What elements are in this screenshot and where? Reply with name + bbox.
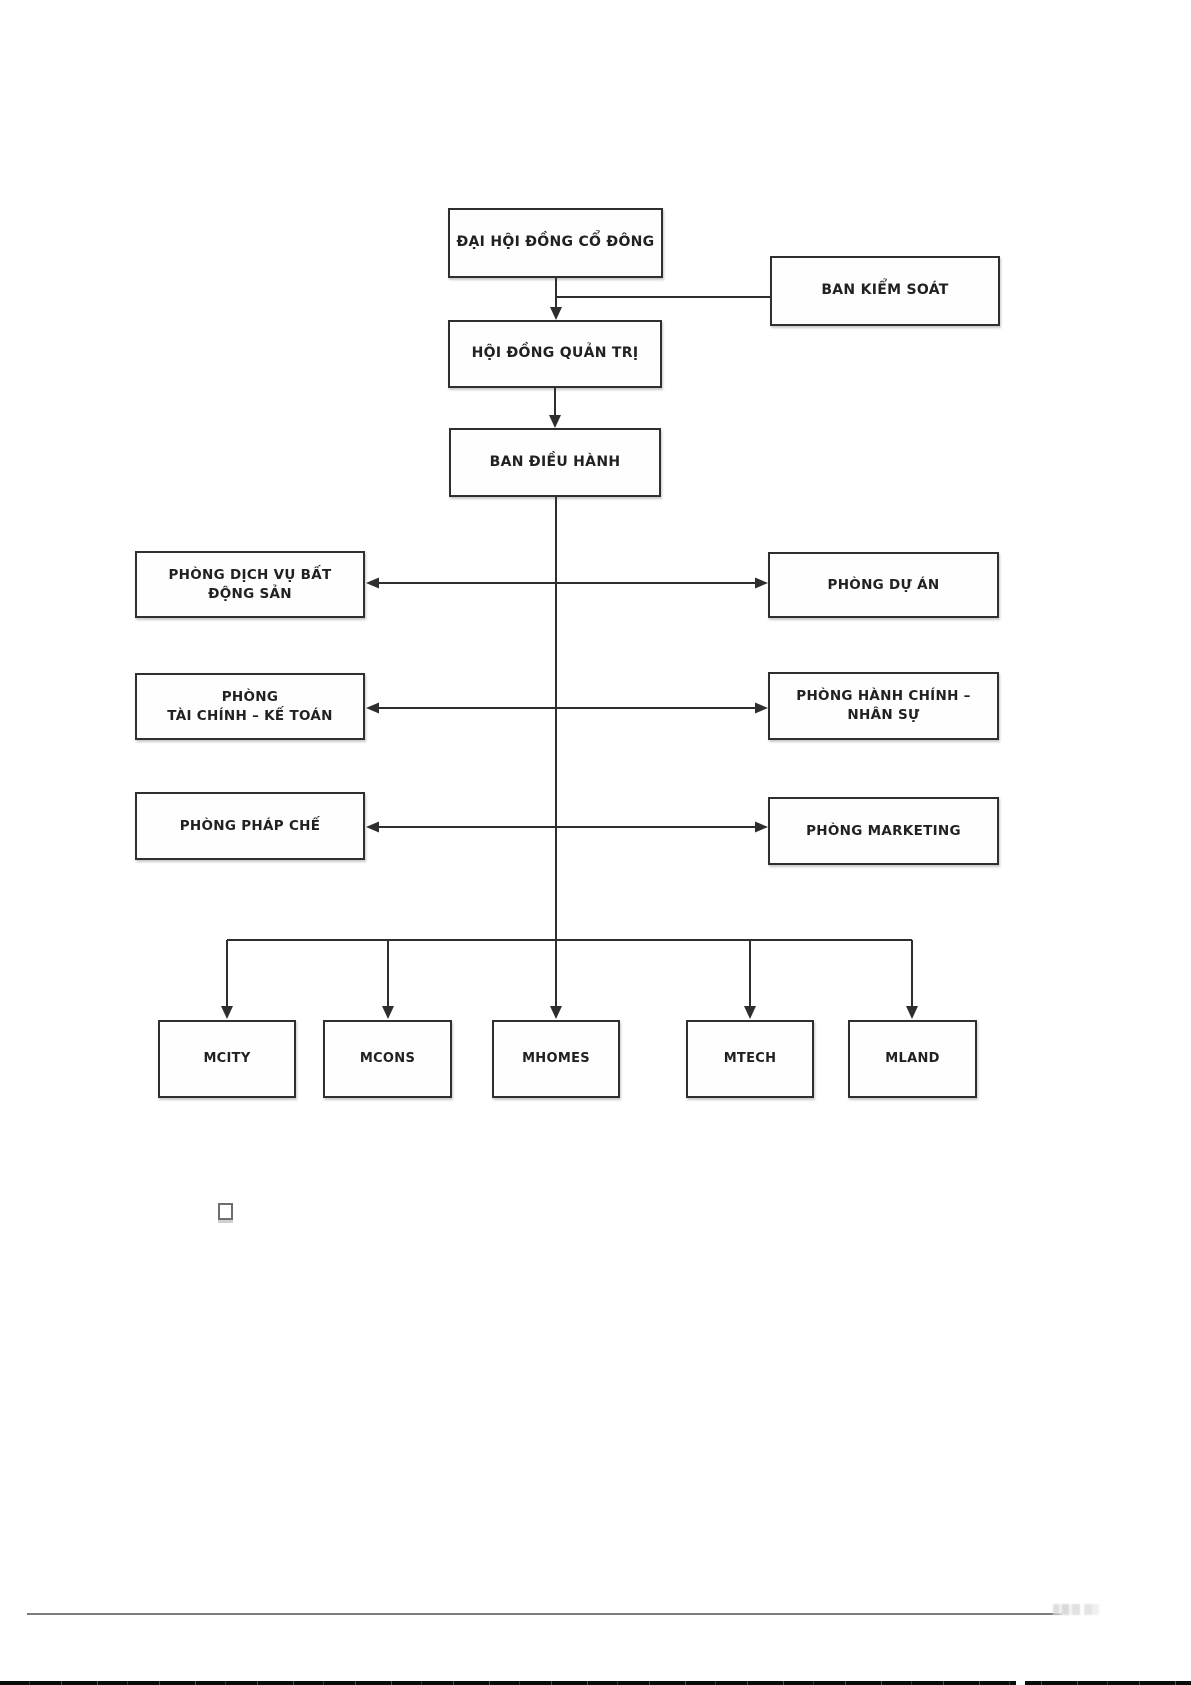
node-label: ĐẠI HỘI ĐỒNG CỔ ĐÔNG	[456, 234, 655, 251]
node-label-line: PHÒNG	[221, 688, 279, 705]
node-label-line: PHÒNG MARKETING	[806, 822, 961, 839]
node-dept-legal: PHÒNG PHÁP CHẾ	[135, 792, 365, 860]
node-general-shareholders-meeting: ĐẠI HỘI ĐỒNG CỔ ĐÔNG	[448, 208, 663, 278]
node-dept-real-estate-services: PHÒNG DỊCH VỤ BẤT ĐỘNG SẢN	[135, 551, 365, 618]
node-dept-admin-hr: PHÒNG HÀNH CHÍNH – NHÂN SỰ	[768, 672, 999, 740]
scan-noise	[0, 1681, 1191, 1685]
node-subsidiary-mhomes: MHOMES	[492, 1020, 620, 1098]
node-dept-finance-accounting: PHÒNG TÀI CHÍNH – KẾ TOÁN	[135, 673, 365, 740]
node-label: MCONS	[359, 1050, 416, 1066]
node-label-line: NHÂN SỰ	[847, 707, 920, 723]
node-label-line: TÀI CHÍNH – KẾ TOÁN	[167, 707, 333, 724]
node-label: MLAND	[885, 1050, 940, 1066]
node-label: MHOMES	[522, 1050, 590, 1066]
node-label: MTECH	[723, 1050, 777, 1066]
node-label: MCITY	[203, 1050, 251, 1066]
node-label-line: PHÒNG DỰ ÁN	[827, 576, 940, 593]
node-label-line: PHÒNG HÀNH CHÍNH –	[796, 688, 971, 705]
node-subsidiary-mcity: MCITY	[158, 1020, 296, 1098]
node-dept-marketing: PHÒNG MARKETING	[768, 797, 999, 865]
scan-edge-artifact	[0, 1681, 1191, 1685]
node-label-line: PHÒNG PHÁP CHẾ	[179, 817, 321, 834]
node-label: HỘI ĐỒNG QUẢN TRỊ	[471, 345, 639, 362]
node-dept-projects: PHÒNG DỰ ÁN	[768, 552, 999, 618]
scan-bar-gap	[1016, 1681, 1025, 1685]
node-subsidiary-mcons: MCONS	[323, 1020, 452, 1098]
node-board-of-directors: HỘI ĐỒNG QUẢN TRỊ	[448, 320, 662, 388]
footer-smudge	[1053, 1604, 1099, 1615]
node-subsidiary-mland: MLAND	[848, 1020, 977, 1098]
node-label: BAN ĐIỀU HÀNH	[489, 453, 621, 470]
node-label: BAN KIỂM SOÁT	[821, 282, 949, 299]
node-label-line: ĐỘNG SẢN	[208, 585, 292, 602]
empty-checkbox-icon	[218, 1203, 233, 1220]
node-label-line: PHÒNG DỊCH VỤ BẤT	[168, 566, 332, 583]
node-supervisory-board: BAN KIỂM SOÁT	[770, 256, 1000, 326]
node-executive-board: BAN ĐIỀU HÀNH	[449, 428, 661, 497]
footer-divider	[27, 1613, 1062, 1615]
node-subsidiary-mtech: MTECH	[686, 1020, 814, 1098]
